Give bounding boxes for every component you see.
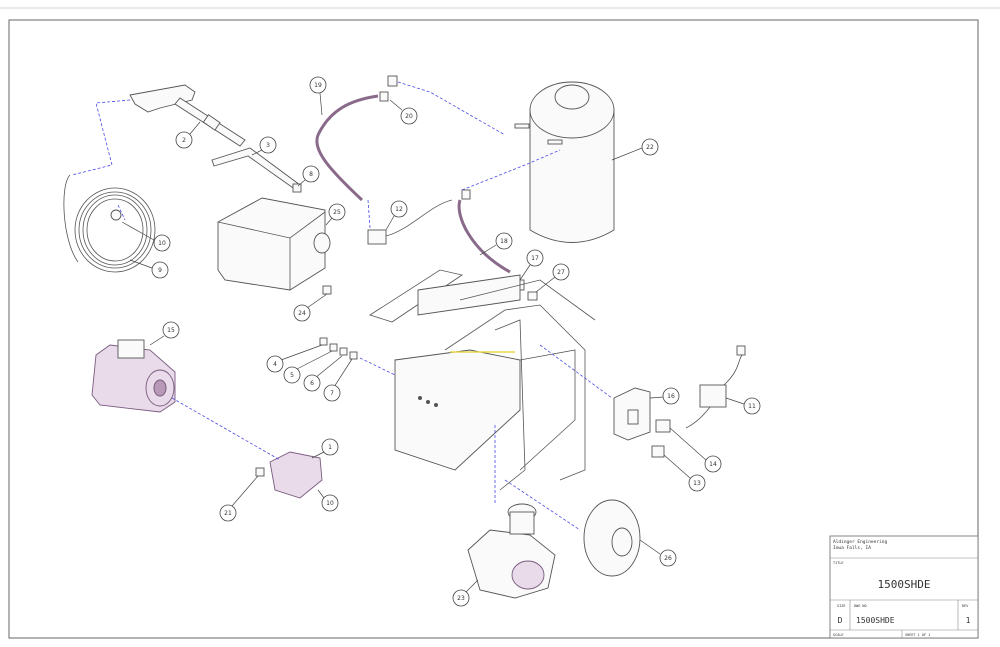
spray-gun-part: [129, 84, 246, 147]
svg-text:3: 3: [266, 142, 270, 149]
pump-part: [255, 451, 323, 499]
drawing-border: [8, 19, 979, 639]
callout: 9: [129, 259, 169, 279]
assembly-lines: [71, 81, 613, 531]
svg-text:4: 4: [273, 361, 277, 368]
svg-text:7: 7: [330, 390, 334, 397]
nozzle-part: [292, 183, 302, 193]
dwg-no-label: DWG NO: [854, 604, 867, 608]
company-line1: Aldinger Engineering: [833, 539, 887, 545]
svg-text:17: 17: [531, 255, 539, 262]
callout: 11: [725, 397, 761, 415]
electric-motor-part: [91, 339, 176, 413]
callout: 2: [175, 121, 201, 149]
dwg-no-value: 1500SHDE: [856, 616, 895, 625]
fitting-27-part: [527, 291, 538, 301]
callout: 3: [251, 136, 277, 156]
svg-text:12: 12: [395, 206, 403, 213]
svg-text:14: 14: [709, 461, 717, 468]
callout: 27: [535, 263, 570, 293]
fuel-tank-part: [217, 197, 331, 291]
drawing-title: 1500SHDE: [878, 578, 931, 591]
svg-text:23: 23: [457, 595, 465, 602]
svg-text:20: 20: [405, 113, 413, 120]
svg-text:15: 15: [167, 327, 175, 334]
wand-part: [211, 147, 301, 191]
plug-13-part: [651, 445, 665, 458]
svg-text:16: 16: [667, 393, 675, 400]
svg-text:25: 25: [333, 209, 341, 216]
svg-text:13: 13: [693, 480, 701, 487]
title-label: TITLE: [833, 561, 844, 565]
callout: 14: [669, 427, 722, 473]
svg-text:8: 8: [309, 171, 313, 178]
wheel-part: [583, 499, 641, 577]
callout: 23: [452, 579, 479, 607]
callout: 22: [611, 138, 659, 161]
burner-assembly-part: [467, 503, 556, 599]
fuel-cap-part: [322, 285, 332, 295]
svg-text:10: 10: [158, 240, 166, 247]
fittings-4-7-part: [319, 337, 358, 360]
svg-text:27: 27: [557, 269, 565, 276]
switch-14-part: [655, 419, 671, 433]
size-label: SIZE: [837, 604, 845, 608]
water-tank-part: [514, 81, 615, 243]
callout: 25: [325, 203, 346, 226]
hose-19-part: [315, 94, 379, 202]
callout: 17: [519, 249, 544, 281]
svg-text:5: 5: [290, 372, 294, 379]
company-line2: Iowa Falls, IA: [833, 545, 871, 551]
callout: 8: [297, 165, 320, 187]
hose-coil-part: [63, 174, 156, 273]
callout: 10: [121, 221, 171, 252]
callout: 19: [309, 76, 327, 116]
callout: 20: [389, 99, 418, 125]
svg-text:21: 21: [224, 510, 232, 517]
svg-text:6: 6: [310, 380, 314, 387]
callout: 1: [311, 438, 339, 459]
svg-text:19: 19: [314, 82, 322, 89]
svg-text:10: 10: [326, 500, 334, 507]
callout: 18: [479, 232, 513, 256]
callout: 10: [317, 489, 339, 512]
cable-12-part: [367, 199, 453, 245]
svg-text:9: 9: [158, 267, 162, 274]
callout: 26: [639, 539, 677, 567]
svg-text:18: 18: [500, 238, 508, 245]
size-value: D: [838, 616, 843, 625]
callout: 4: [266, 344, 323, 373]
svg-text:24: 24: [298, 310, 306, 317]
callout: 12: [385, 200, 408, 231]
scale-label: SCALE: [833, 633, 844, 637]
callout: 16: [649, 387, 680, 405]
title-block: Aldinger Engineering Iowa Falls, IA TITL…: [829, 535, 979, 639]
callout: 5: [283, 350, 333, 384]
callout: 21: [219, 475, 259, 522]
callout: 6: [303, 355, 343, 392]
svg-text:2: 2: [182, 137, 186, 144]
rev-value: 1: [966, 616, 971, 625]
svg-text:26: 26: [664, 555, 672, 562]
sheet-label: SHEET 1 OF 1: [905, 633, 930, 637]
rev-label: REV: [962, 604, 969, 608]
callout: 7: [323, 358, 353, 402]
svg-text:22: 22: [646, 144, 654, 151]
power-cord-part: [685, 345, 746, 429]
hose-18-part: [457, 199, 511, 274]
svg-text:1: 1: [328, 444, 332, 451]
callout: 15: [149, 321, 180, 346]
control-box-part: [613, 387, 651, 441]
callout: 24: [293, 293, 328, 322]
callout: 13: [663, 454, 706, 492]
svg-text:11: 11: [748, 403, 756, 410]
frame-part: [369, 269, 596, 491]
fittings-20-part: [379, 75, 398, 102]
